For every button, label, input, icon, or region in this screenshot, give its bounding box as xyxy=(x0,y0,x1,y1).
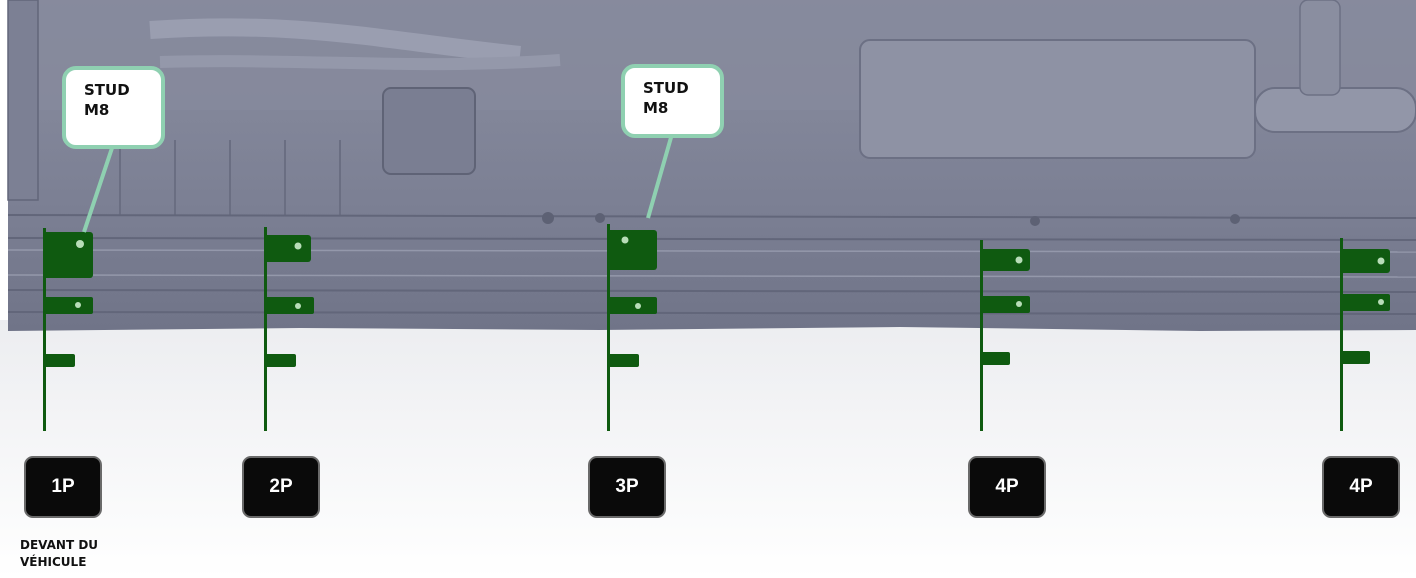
callout-leader-2 xyxy=(646,133,674,219)
position-badge-1p: 1P xyxy=(24,456,102,518)
callout-leader-1 xyxy=(82,147,114,233)
stud-callout-2: STUD M8 xyxy=(621,64,724,138)
bracket-1p xyxy=(43,228,93,431)
position-badge-4p-b: 4P xyxy=(1322,456,1400,518)
bracket-2p xyxy=(264,227,314,431)
floor-background xyxy=(0,320,1416,578)
callout-2-line1: STUD xyxy=(643,79,689,97)
callout-1-line2: M8 xyxy=(84,101,110,119)
underbody-scan xyxy=(7,0,1416,331)
bracket-4p-b xyxy=(1340,238,1390,431)
vehicle-front-label: DEVANT DU VÉHICULE xyxy=(20,537,98,571)
callout-2-line2: M8 xyxy=(643,99,669,117)
callout-1-line1: STUD xyxy=(84,81,130,99)
bracket-4p-a xyxy=(980,240,1030,431)
position-badge-3p: 3P xyxy=(588,456,666,518)
position-badge-2p: 2P xyxy=(242,456,320,518)
front-label-line1: DEVANT DU xyxy=(20,538,99,552)
position-badge-4p-a: 4P xyxy=(968,456,1046,518)
bracket-3p xyxy=(607,224,657,431)
front-label-line2: VÉHICULE xyxy=(20,555,87,569)
stud-callout-1: STUD M8 xyxy=(62,66,165,149)
